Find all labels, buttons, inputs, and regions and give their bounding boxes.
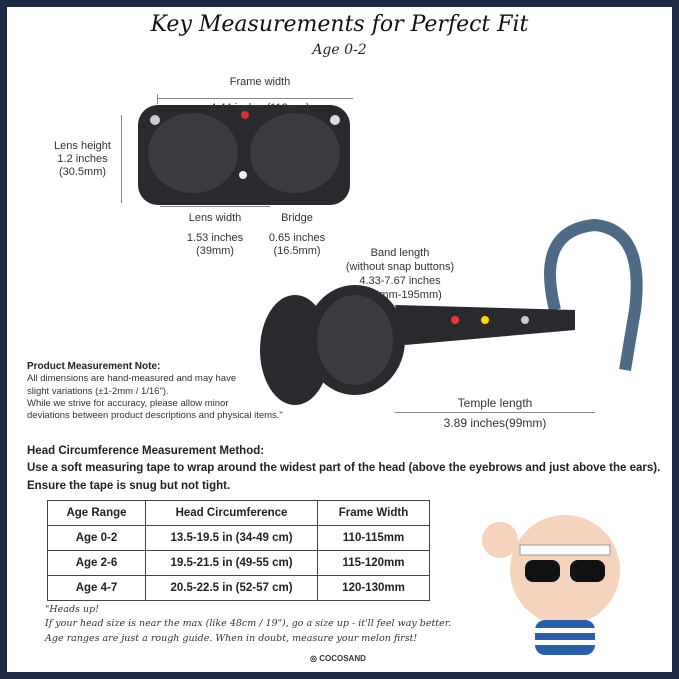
cell: Age 2-6 (47, 550, 146, 576)
header-age: Age Range (47, 500, 146, 526)
sunglasses-front-image (138, 105, 350, 205)
brand-logo: ◎ COCOSAND (310, 654, 366, 663)
measurement-note: Product Measurement Note: All dimensions… (27, 360, 283, 423)
lens-width-mm: (39mm) (196, 245, 234, 257)
lens-height-mm: (30.5mm) (58, 166, 107, 178)
page-title: Key Measurements for Perfect Fit (150, 12, 529, 37)
sunglasses-side-image: COCOSAND (260, 218, 643, 405)
note-line: While we strive for accuracy, please all… (27, 398, 229, 410)
lens-height-label: Lens height (54, 140, 111, 152)
cell: 19.5-21.5 in (49-55 cm) (145, 550, 318, 576)
method-heading: Head Circumference Measurement Method: (27, 445, 265, 457)
bridge-label: Bridge (281, 212, 313, 224)
bridge-mm: (16.5mm) (273, 245, 321, 257)
tips: "Heads up! If your head size is near the… (45, 603, 451, 646)
header-head: Head Circumference (145, 500, 318, 526)
tip-line: Age ranges are just a rough guide. When … (45, 632, 418, 644)
cell: Age 0-2 (47, 525, 146, 551)
tip-line: If your head size is near the max (like … (45, 618, 452, 630)
method-line: Use a soft measuring tape to wrap around… (27, 462, 661, 475)
band-length-value: 4.33-7.67 inches (359, 275, 441, 287)
baby-illustration (482, 515, 620, 655)
table-header-row: Age Range Head Circumference Frame Width (47, 500, 430, 526)
note-heading: Product Measurement Note: (27, 361, 161, 372)
frame-width-value: 4.44 inches(113mm) (210, 102, 310, 114)
size-table: Age Range Head Circumference Frame Width… (47, 500, 430, 601)
cell: 110-115mm (317, 525, 430, 551)
header-frame: Frame Width (317, 500, 430, 526)
measurement-method: Head Circumference Measurement Method: U… (27, 443, 660, 495)
page-subtitle: Age 0-2 (312, 42, 367, 58)
note-line: All dimensions are hand-measured and may… (27, 373, 237, 385)
brand-name: COCOSAND (319, 654, 366, 663)
cell: 120-130mm (317, 575, 430, 601)
note-line: slight variations (±1-2mm / 1/16"). (27, 385, 169, 397)
cell: 13.5-19.5 in (34-49 cm) (145, 525, 318, 551)
band-length-mm: (110mm-195mm) (358, 289, 442, 301)
note-line: deviations between product descriptions … (27, 410, 283, 422)
temple-length-value: 3.89 inches(99mm) (443, 416, 547, 430)
frame-width-label: Frame width (229, 76, 291, 88)
lens-width-value: 1.53 inches (186, 232, 244, 244)
temple-length-label: Temple length (457, 396, 533, 410)
cell: 115-120mm (317, 550, 430, 576)
tip-line: "Heads up! (45, 604, 99, 615)
lens-height-value: 1.2 inches (57, 153, 108, 165)
cell: Age 4-7 (47, 575, 146, 601)
band-brand: COCOSAND (593, 239, 617, 286)
band-length-note: (without snap buttons) (345, 261, 455, 273)
method-line: Ensure the tape is snug but not tight. (27, 479, 231, 492)
band-length-label: Band length (370, 247, 430, 259)
cell: 20.5-22.5 in (52-57 cm) (145, 575, 318, 601)
bridge-value: 0.65 inches (268, 232, 326, 244)
lens-width-label: Lens width (188, 212, 242, 224)
